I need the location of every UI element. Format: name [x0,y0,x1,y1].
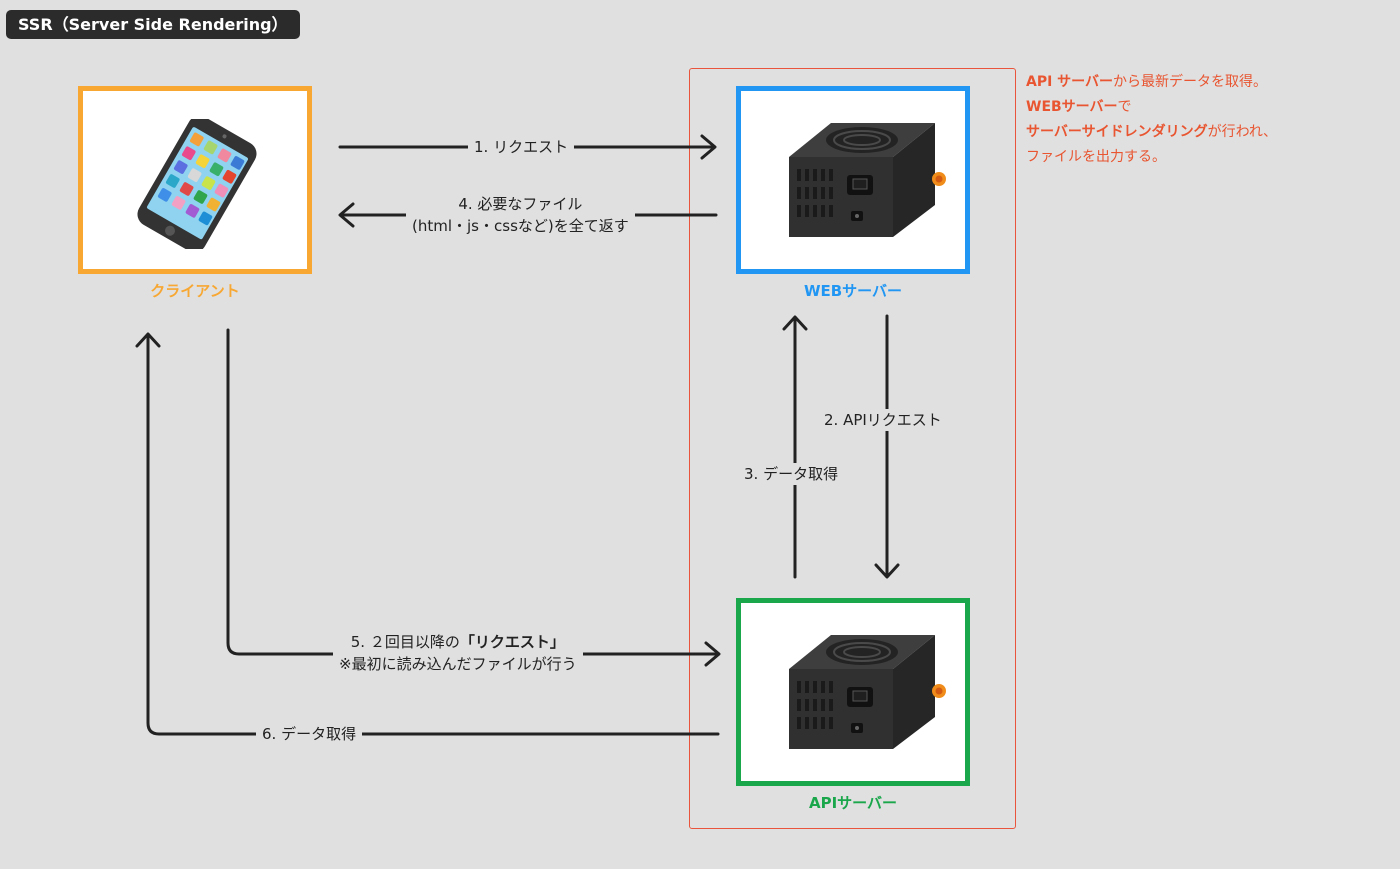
note-line3-bold: サーバーサイドレンダリング [1026,124,1208,140]
smartphone-icon [137,119,257,249]
edge-5-bold: 「リクエスト」 [459,633,565,651]
edge-6-label: 6. データ取得 [256,723,363,745]
edge-6-line [146,333,720,736]
note-line3-rest: が行われ、 [1207,124,1278,140]
note-line2-bold: WEBサーバー [1026,99,1118,115]
edge-4-line2: (html・js・cssなど)を全て返す [412,217,629,235]
note-line2-rest: で [1117,99,1132,115]
note-line1-rest: から最新データを取得。 [1113,74,1268,90]
client-node [78,86,312,274]
server-icon [789,635,946,749]
edge-2-arrowhead [874,563,900,579]
edge-3-label: 3. データ取得 [738,463,845,485]
web-server-node [736,86,970,274]
note-line1-bold: API サーバー [1026,74,1114,90]
diagram-title: SSR（Server Side Rendering） [6,10,300,39]
edge-2-label: 2. APIリクエスト [818,409,948,431]
note-line4: ファイルを出力する。 [1026,149,1166,165]
server-group-box [689,68,1016,829]
explanation-note: API サーバーから最新データを取得。 WEBサーバーで サーバーサイドレンダリ… [1026,70,1277,170]
api-server-label: APIサーバー [808,794,898,812]
edge-5-line [226,328,720,656]
web-server-label: WEBサーバー [803,282,903,300]
edge-4-label: 4. 必要なファイル (html・js・cssなど)を全て返す [406,193,635,237]
edge-4-arrowhead [338,202,355,228]
edge-5-prefix: 5. ２回目以降の [350,633,460,651]
edge-1-arrowhead [700,134,717,160]
api-server-node [736,598,970,786]
edge-5-arrowhead [704,641,721,667]
edge-6-arrowhead [135,332,161,348]
edge-5-line2: ※最初に読み込んだファイルが行う [339,655,577,673]
edge-1-label: 1. リクエスト [468,136,575,158]
client-label: クライアント [150,282,240,300]
server-icon [789,123,946,237]
edge-4-line1: 4. 必要なファイル [458,195,583,213]
edge-5-label: 5. ２回目以降の「リクエスト」 ※最初に読み込んだファイルが行う [333,631,583,675]
edge-3-arrowhead [782,315,808,331]
